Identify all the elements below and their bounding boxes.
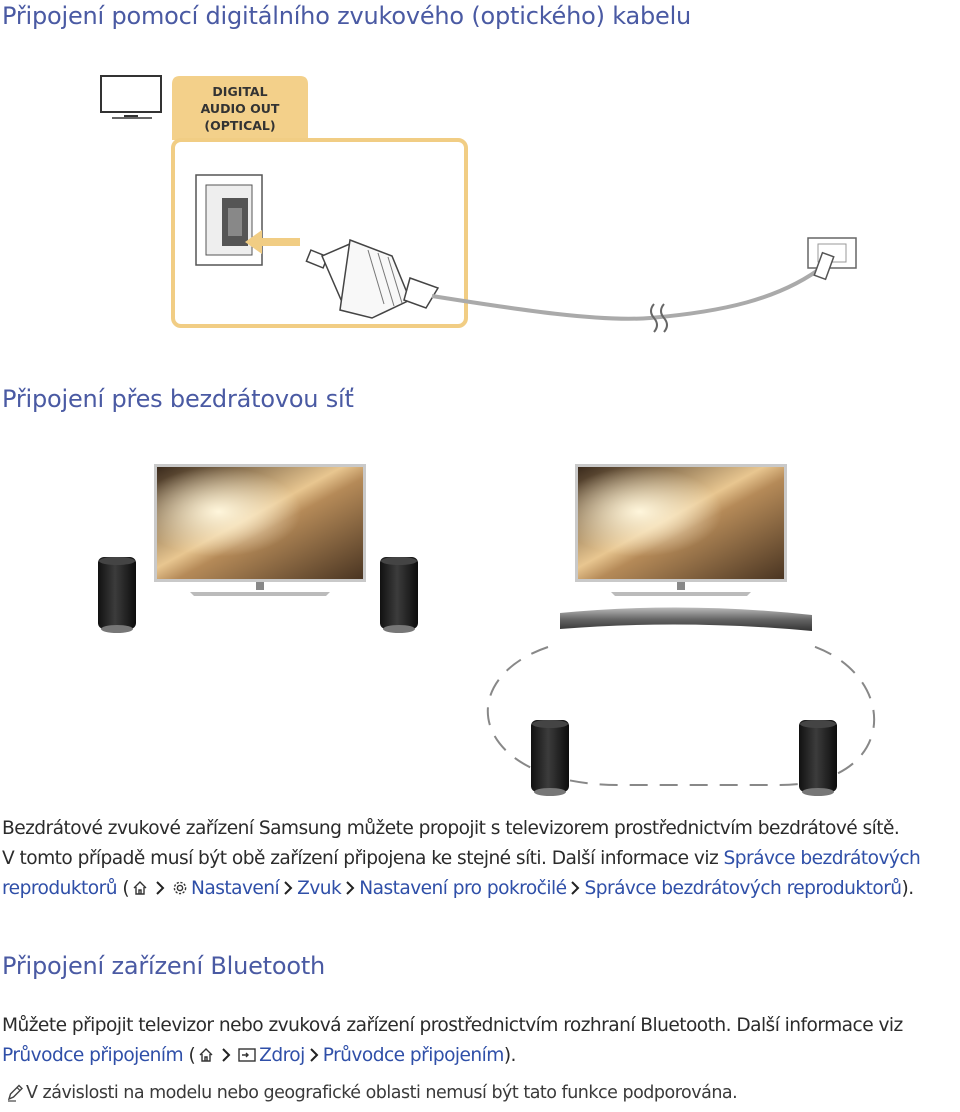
home-icon (199, 1048, 213, 1062)
svg-text:AUDIO OUT: AUDIO OUT (201, 101, 280, 116)
wall-outlet-icon (807, 237, 857, 281)
note-text: V závislosti na modelu nebo geografické … (26, 1083, 738, 1103)
speaker-icon (799, 720, 837, 796)
svg-text:(OPTICAL): (OPTICAL) (204, 118, 275, 133)
link-wireless-speaker-manager[interactable]: Správce bezdrátových (723, 848, 921, 869)
tv-icon (100, 75, 162, 119)
speaker-icon (531, 720, 569, 796)
chevron-right-icon (156, 881, 165, 895)
chevron-right-icon (310, 1048, 319, 1062)
section-title-wireless: Připojení přes bezdrátovou síť (2, 385, 354, 413)
link-connection-guide[interactable]: Průvodce připojením (2, 1045, 184, 1066)
section-title-bluetooth: Připojení zařízení Bluetooth (2, 952, 326, 980)
home-icon (133, 881, 147, 895)
svg-text:DIGITAL: DIGITAL (212, 84, 267, 99)
pencil-icon (7, 1084, 23, 1102)
optical-port-icon (195, 174, 263, 266)
wireless-link-circle (486, 644, 876, 786)
link-wireless-speaker-manager-cont[interactable]: reproduktorů (2, 878, 118, 899)
chevron-right-icon (222, 1048, 231, 1062)
speaker-icon (380, 557, 418, 633)
chevron-right-icon (284, 881, 293, 895)
source-icon (238, 1048, 256, 1062)
speaker-icon (98, 557, 136, 633)
bluetooth-description: Můžete připojit televizor nebo zvuková z… (2, 1015, 903, 1066)
gear-icon (173, 881, 187, 895)
optical-port-label: DIGITAL AUDIO OUT (OPTICAL) (172, 76, 308, 140)
optical-cable (431, 263, 827, 321)
optical-plug-icon (305, 238, 440, 319)
insert-arrow (245, 230, 300, 254)
path-connection-guide[interactable]: Průvodce připojením (322, 1045, 505, 1066)
section-title-optical: Připojení pomocí digitálního zvukového (… (2, 2, 692, 30)
chevron-right-icon (571, 881, 580, 895)
chevron-right-icon (346, 881, 355, 895)
cable-break-icon (650, 303, 668, 333)
path-sound[interactable]: Zvuk (297, 878, 342, 899)
path-settings[interactable]: Nastavení (191, 878, 280, 899)
path-source[interactable]: Zdroj (259, 1045, 305, 1066)
path-expert-settings[interactable]: Nastavení pro pokročilé (359, 878, 567, 899)
tv-icon (575, 464, 787, 596)
optical-connection-figure: DIGITAL AUDIO OUT (OPTICAL) (100, 75, 857, 333)
wireless-connection-figure (98, 464, 876, 796)
note: V závislosti na modelu nebo geografické … (4, 1083, 738, 1103)
tv-icon (154, 464, 366, 596)
path-wireless-speaker-manager[interactable]: Správce bezdrátových reproduktorů (584, 878, 902, 899)
wireless-description: Bezdrátové zvukové zařízení Samsung může… (2, 818, 921, 899)
soundbar-icon (560, 607, 812, 631)
